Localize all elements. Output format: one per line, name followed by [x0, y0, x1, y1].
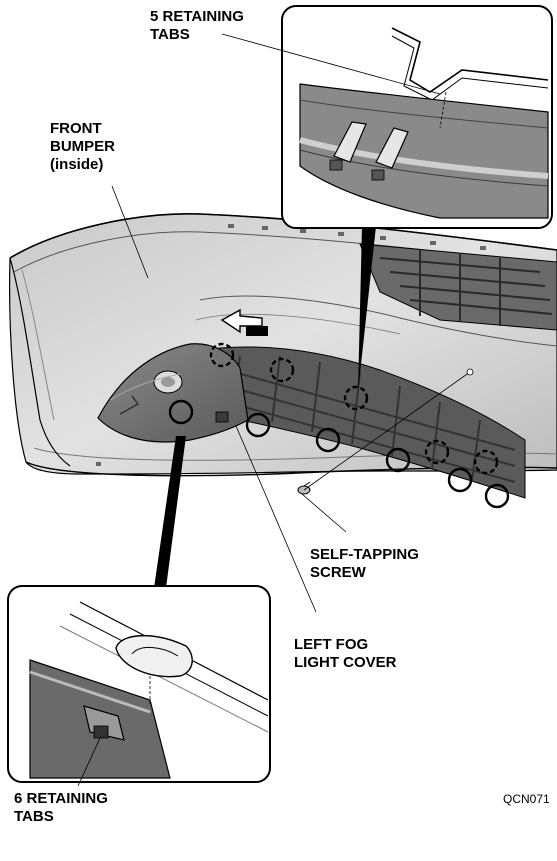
tab-marker-solid — [385, 447, 411, 473]
tab-marker-dashed — [424, 439, 450, 465]
tab-marker-solid — [484, 483, 510, 509]
left-fog-light-cover — [97, 343, 249, 443]
front-bumper-line-2: BUMPER — [50, 138, 116, 155]
tab-marker-solid — [315, 427, 341, 453]
screw-line-1: SELF-TAPPING — [310, 546, 419, 563]
retaining-tab-markers-dashed — [209, 342, 499, 475]
retaining-tabs-bottom-line-1: 6 RETAINING — [14, 790, 108, 807]
top-detail-inset — [221, 5, 553, 392]
front-bumper-label: FRONT BUMPER (inside) — [50, 120, 115, 174]
fog-light-cover-line-2: LIGHT COVER — [294, 654, 397, 671]
tab-marker-dashed — [209, 342, 235, 368]
leader-lines — [111, 185, 347, 613]
retaining-tabs-bottom-line-2: TABS — [14, 808, 54, 825]
figure-code: QCN071 — [503, 792, 550, 806]
retaining-tabs-top-label: 5 RETAINING TABS — [150, 8, 244, 44]
tab-marker-dashed — [343, 385, 369, 411]
bottom-detail-inset — [7, 436, 271, 787]
removal-direction-arrow — [220, 308, 268, 336]
tab-marker-dashed — [269, 357, 295, 383]
fog-light-cover-line-1: LEFT FOG — [294, 636, 369, 653]
upper-grille — [359, 243, 557, 331]
tab-marker-solid — [447, 467, 473, 493]
front-bumper-line-1: FRONT — [50, 120, 102, 137]
retaining-tab-markers-solid — [168, 399, 510, 509]
retaining-tabs-top-line-1: 5 RETAINING — [150, 8, 244, 25]
fog-light-cover-label: LEFT FOG LIGHT COVER — [294, 636, 397, 672]
tab-marker-dashed — [473, 449, 499, 475]
front-bumper-line-3: (inside) — [50, 156, 104, 173]
self-tapping-screw — [297, 368, 474, 495]
retaining-tabs-bottom-label: 6 RETAINING TABS — [14, 790, 108, 826]
tab-marker-solid — [245, 412, 271, 438]
retaining-tabs-top-line-2: TABS — [150, 26, 190, 43]
tab-marker-solid — [168, 399, 194, 425]
screw-line-2: SCREW — [310, 564, 366, 581]
self-tapping-screw-label: SELF-TAPPING SCREW — [310, 546, 419, 582]
